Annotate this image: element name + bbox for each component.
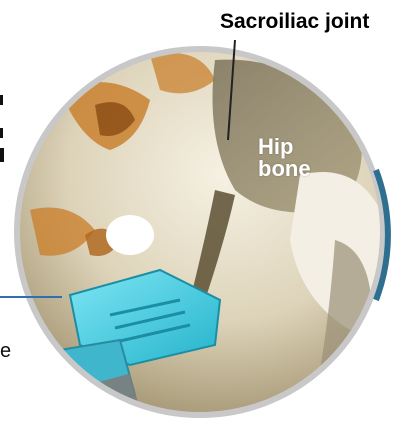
clipped-text-mark — [0, 148, 4, 162]
hip-label-line2: bone — [258, 158, 311, 180]
hip-bone-label: Hip bone — [258, 136, 311, 180]
clipped-text-mark — [0, 128, 3, 138]
magnified-view — [0, 40, 409, 423]
hip-label-line1: Hip — [258, 136, 311, 158]
sacroiliac-joint-label: Sacroiliac joint — [220, 10, 369, 34]
cavity-opening — [106, 215, 154, 255]
clipped-label-fragment: e — [0, 340, 11, 363]
clipped-text-mark — [0, 95, 3, 105]
